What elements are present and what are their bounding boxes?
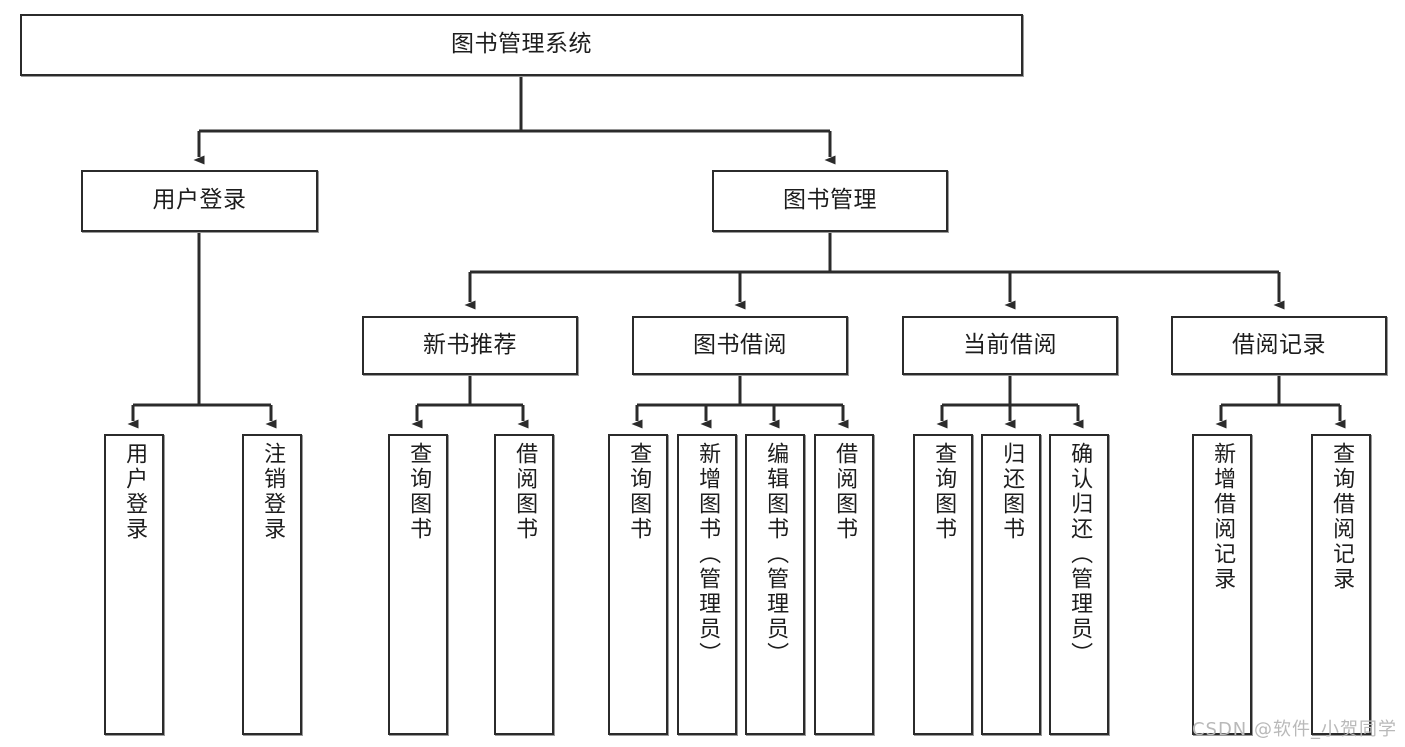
leaf-edit-book-admin[interactable]: 编辑图书（管理员） [745, 434, 805, 735]
node-book-management[interactable]: 图书管理 [712, 170, 948, 232]
node-label: 借阅图书 [832, 442, 858, 542]
node-label: 当前借阅 [963, 331, 1057, 358]
node-label: 查询图书 [626, 442, 652, 542]
node-label: 新书推荐 [423, 331, 517, 358]
leaf-add-book-admin[interactable]: 新增图书（管理员） [677, 434, 737, 735]
node-label: 用户登录 [122, 442, 148, 542]
leaf-query-book-borrow[interactable]: 查询图书 [608, 434, 668, 735]
node-label: 用户登录 [152, 187, 247, 214]
node-borrow-record[interactable]: 借阅记录 [1171, 316, 1387, 375]
node-label: 查询借阅记录 [1329, 442, 1355, 592]
node-book-borrow[interactable]: 图书借阅 [632, 316, 848, 375]
node-current-borrow[interactable]: 当前借阅 [902, 316, 1118, 375]
node-label: 新增借阅记录 [1210, 442, 1236, 592]
leaf-return-book[interactable]: 归还图书 [981, 434, 1041, 735]
node-label: 注销登录 [260, 442, 286, 542]
leaf-borrow-book[interactable]: 借阅图书 [814, 434, 874, 735]
node-label: 编辑图书（管理员） [763, 442, 789, 667]
node-root-system[interactable]: 图书管理系统 [20, 14, 1023, 76]
node-new-book-recommend[interactable]: 新书推荐 [362, 316, 578, 375]
leaf-query-book-current[interactable]: 查询图书 [913, 434, 973, 735]
node-label: 借阅图书 [512, 442, 538, 542]
leaf-borrow-book-recommend[interactable]: 借阅图书 [494, 434, 554, 735]
leaf-confirm-return-admin[interactable]: 确认归还（管理员） [1049, 434, 1109, 735]
node-label: 新增图书（管理员） [695, 442, 721, 667]
watermark-text: CSDN @软件_小贺同学 [1191, 719, 1397, 740]
leaf-query-book-recommend[interactable]: 查询图书 [388, 434, 448, 735]
node-label: 图书管理 [783, 187, 877, 214]
leaf-query-borrow-record[interactable]: 查询借阅记录 [1311, 434, 1371, 735]
leaf-logout-login[interactable]: 注销登录 [242, 434, 302, 735]
node-label: 查询图书 [406, 442, 432, 542]
leaf-add-borrow-record[interactable]: 新增借阅记录 [1192, 434, 1252, 735]
node-label: 图书借阅 [693, 331, 787, 358]
node-label: 查询图书 [931, 442, 957, 542]
node-label: 确认归还（管理员） [1067, 442, 1093, 667]
node-user-login[interactable]: 用户登录 [81, 170, 318, 232]
leaf-user-login[interactable]: 用户登录 [104, 434, 164, 735]
node-label: 借阅记录 [1232, 331, 1326, 358]
node-label: 图书管理系统 [451, 31, 592, 58]
node-label: 归还图书 [999, 442, 1025, 542]
